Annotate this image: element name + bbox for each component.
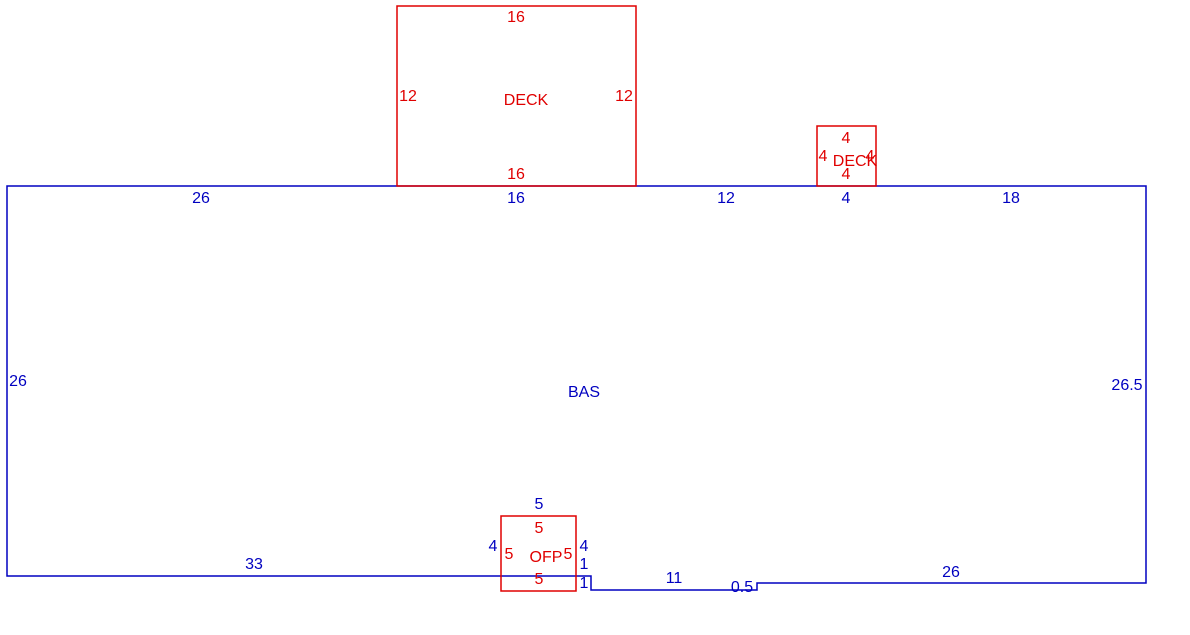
bas-dim-top-2: 16 (507, 190, 525, 207)
deck-small-dim-top: 4 (842, 130, 851, 147)
bas-dim-ofp-top: 5 (535, 496, 544, 513)
bas-outline (6, 185, 1147, 591)
deck-small-area-label: DECK (833, 153, 878, 170)
ofp-area-label: OFP (530, 549, 563, 566)
bas-dim-ofp-right: 4 (580, 538, 589, 555)
bas-dim-step-2: 1 (580, 575, 589, 592)
deck-small-outline (816, 125, 877, 187)
deck-large-dim-top: 16 (507, 9, 525, 26)
bas-area-label: BAS (568, 384, 600, 401)
bas-dim-top-1: 26 (192, 190, 210, 207)
bas-dim-bottom-right: 26 (942, 564, 960, 581)
deck-small-dim-bottom: 4 (842, 166, 851, 183)
ofp-dim-bottom: 5 (535, 571, 544, 588)
deck-large-dim-right: 12 (615, 88, 633, 105)
deck-large-dim-bottom: 16 (507, 166, 525, 183)
bas-dim-top-4: 4 (842, 190, 851, 207)
ofp-dim-right: 5 (564, 546, 573, 563)
ofp-outline (500, 515, 577, 592)
ofp-dim-top: 5 (535, 520, 544, 537)
deck-small-dim-left: 4 (819, 148, 828, 165)
bas-dim-bottom-left: 33 (245, 556, 263, 573)
ofp-dim-left: 5 (505, 546, 514, 563)
bas-dim-top-3: 12 (717, 190, 735, 207)
deck-large-dim-left: 12 (399, 88, 417, 105)
bas-dim-bottom-mid: 11 (666, 570, 683, 587)
bas-dim-top-5: 18 (1002, 190, 1020, 207)
bas-dim-left: 26 (9, 373, 27, 390)
bas-dim-jog: 0.5 (731, 579, 753, 596)
deck-large-area-label: DECK (504, 92, 549, 109)
deck-large-outline (396, 5, 637, 187)
bas-dim-step-1: 1 (580, 556, 589, 573)
bas-dim-right: 26.5 (1111, 377, 1142, 394)
bas-dim-ofp-left: 4 (489, 538, 498, 555)
deck-small-dim-right: 4 (866, 148, 875, 165)
